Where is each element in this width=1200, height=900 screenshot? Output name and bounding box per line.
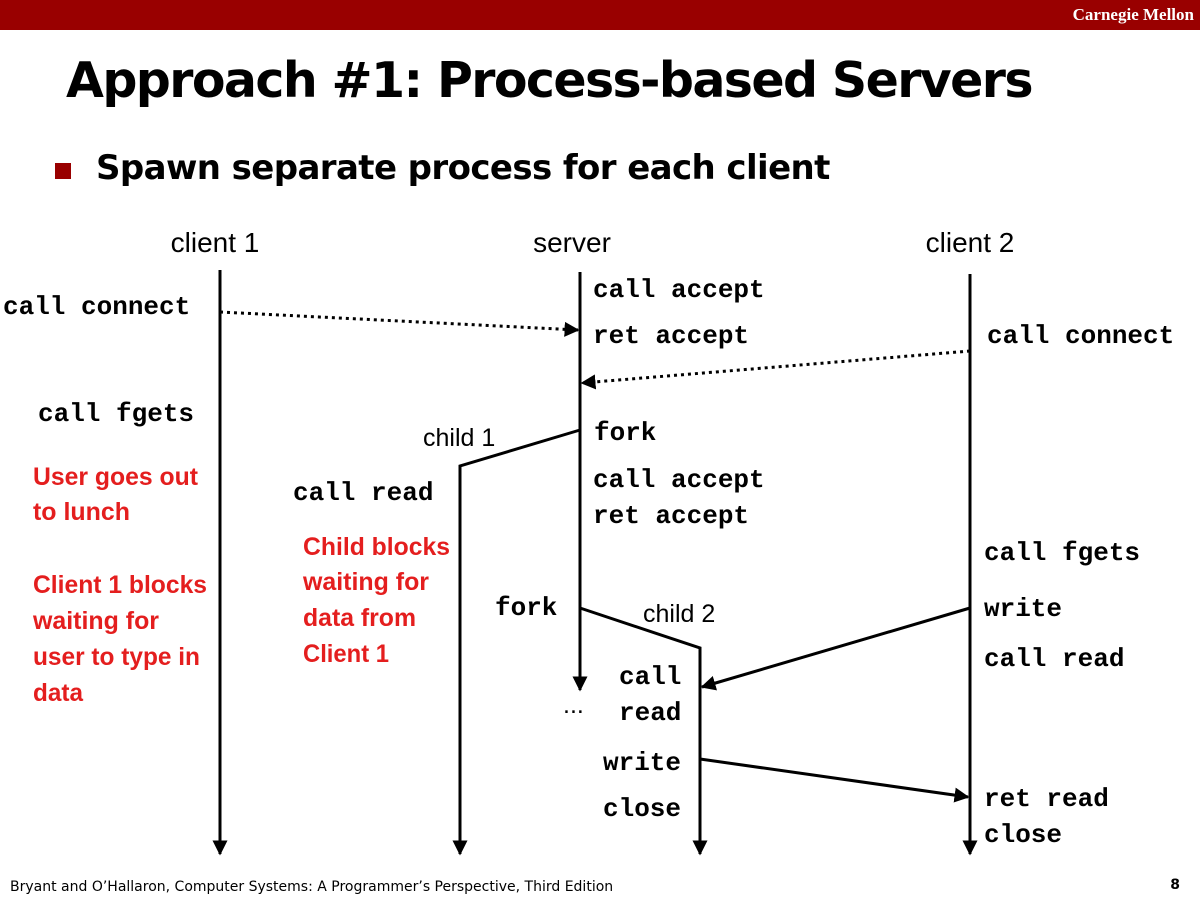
server-fork-2: fork (495, 593, 557, 623)
child2-label: child 2 (643, 600, 715, 628)
server-call-accept: call accept (593, 275, 765, 305)
client2-close: close (984, 820, 1062, 850)
note-client1-blocks-line4: data (33, 679, 84, 707)
client2-write: write (984, 594, 1062, 624)
bullet-square-icon (55, 163, 71, 179)
client1-call-connect: call connect (3, 292, 190, 322)
child2-write: write (603, 748, 681, 778)
server-header: server (533, 227, 611, 258)
bullet-text: Spawn separate process for each client (96, 148, 830, 188)
note-client1-blocks-line3: user to type in (33, 643, 200, 671)
client1-header: client 1 (171, 227, 260, 258)
child2-read: read (619, 698, 681, 728)
note-child-blocks-line4: Client 1 (303, 640, 389, 668)
footer-citation: Bryant and O’Hallaron, Computer Systems:… (10, 879, 614, 895)
child1-timeline (452, 428, 581, 856)
client2-call-read: call read (984, 644, 1124, 674)
child2-close: close (603, 794, 681, 824)
client2-connect-arrow (580, 349, 971, 390)
client1-connect-arrow (219, 310, 580, 337)
client2-call-connect: call connect (987, 321, 1174, 351)
child1-call-read: call read (293, 478, 433, 508)
server-ellipsis: ... (563, 691, 584, 719)
server-fork-1: fork (594, 418, 656, 448)
client2-header: client 2 (926, 227, 1015, 258)
server-call-accept-2: call accept (593, 465, 765, 495)
child2-timeline (579, 606, 708, 856)
server-ret-accept-2: ret accept (593, 501, 749, 531)
note-client1-blocks-line2: waiting for (32, 607, 159, 635)
note-client1-blocks-line1: Client 1 blocks (33, 571, 207, 599)
client1-call-fgets: call fgets (38, 399, 194, 429)
page-number: 8 (1170, 877, 1180, 893)
brand-label: Carnegie Mellon (1072, 5, 1194, 24)
child2-call: call (619, 662, 681, 692)
note-child-blocks-line2: waiting for (302, 568, 429, 596)
top-banner: Carnegie Mellon (0, 0, 1200, 30)
note-lunch-line2: to lunch (33, 498, 130, 526)
child1-label: child 1 (423, 424, 495, 452)
client2-call-fgets: call fgets (984, 538, 1140, 568)
note-child-blocks-line1: Child blocks (303, 533, 450, 561)
client2-write-arrow (700, 606, 971, 691)
slide-title: Approach #1: Process-based Servers (66, 52, 1034, 109)
note-lunch-line1: User goes out (33, 463, 199, 491)
child2-write-arrow (699, 757, 970, 803)
server-ret-accept: ret accept (593, 321, 749, 351)
client2-ret-read: ret read (984, 784, 1109, 814)
note-child-blocks-line3: data from (303, 604, 416, 632)
